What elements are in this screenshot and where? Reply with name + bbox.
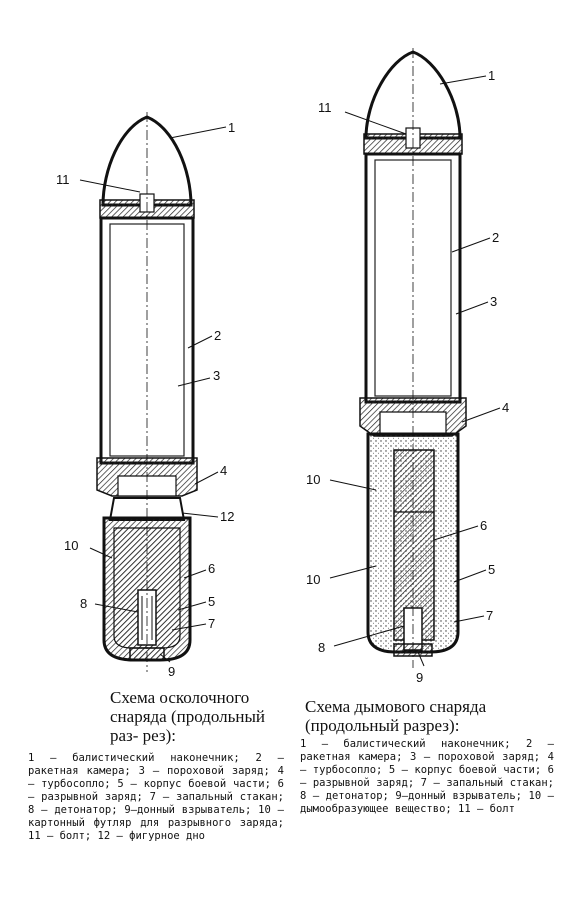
right-label-5: 5	[488, 562, 495, 577]
right-label-8: 8	[318, 640, 325, 655]
right-legend: 1 — балистический наконечник; 2 — ракетн…	[300, 738, 554, 815]
left-label-12: 12	[220, 509, 234, 524]
right-label-11: 11	[318, 100, 332, 115]
left-label-4: 4	[220, 463, 227, 478]
right-leader-lines	[329, 75, 501, 667]
right-label-10a: 10	[306, 472, 320, 487]
left-label-10: 10	[64, 538, 78, 553]
left-label-2: 2	[214, 328, 221, 343]
right-label-1: 1	[488, 68, 495, 83]
left-legend: 1 — балистический наконечник; 2 — ракетн…	[28, 752, 284, 842]
left-label-8: 8	[80, 596, 87, 611]
left-label-1: 1	[228, 120, 235, 135]
left-label-5: 5	[208, 594, 215, 609]
left-leader-lines	[79, 126, 227, 663]
right-burster-charge	[393, 449, 435, 641]
right-label-3: 3	[490, 294, 497, 309]
right-label-4: 4	[502, 400, 509, 415]
left-label-6: 6	[208, 561, 215, 576]
right-shell-drawing	[359, 48, 467, 668]
right-label-9: 9	[416, 670, 423, 685]
left-caption-title: Схема осколочного снаряда (продольный ра…	[110, 688, 266, 745]
right-label-10b: 10	[306, 572, 320, 587]
right-label-6: 6	[480, 518, 487, 533]
left-shell-drawing	[96, 112, 198, 672]
right-label-7: 7	[486, 608, 493, 623]
right-label-2: 2	[492, 230, 499, 245]
left-label-11: 11	[56, 172, 70, 187]
right-caption-title: Схема дымового снаряда (продольный разре…	[305, 697, 487, 735]
left-label-9: 9	[168, 664, 175, 679]
left-label-7: 7	[208, 616, 215, 631]
left-label-3: 3	[213, 368, 220, 383]
